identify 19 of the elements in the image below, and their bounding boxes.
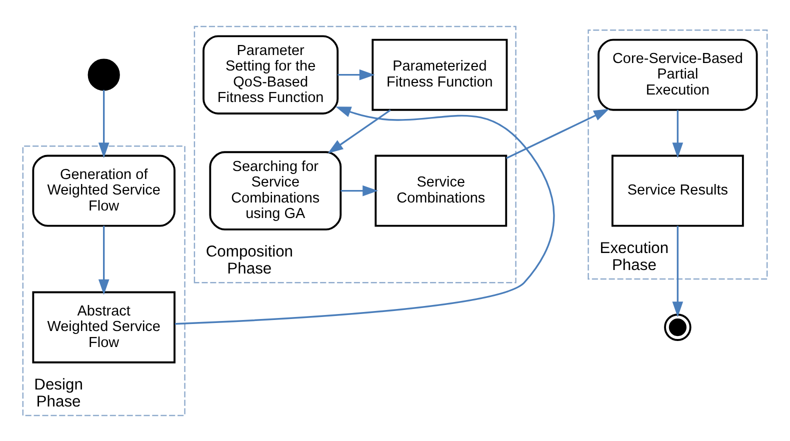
node-box: Parameterized Fitness Function (372, 38, 508, 110)
node-circle (88, 58, 120, 90)
arrow (328, 108, 391, 153)
node-box: Parameter Setting for the QoS-Based Fitness Function (202, 34, 339, 114)
node-box: Service Results (611, 154, 744, 226)
arrow (340, 184, 378, 196)
node-box: Searching for Service Combinations using GA (209, 150, 342, 230)
node-circle (664, 313, 692, 340)
arrow (672, 225, 684, 317)
arrow (98, 225, 110, 294)
arrow (506, 108, 610, 158)
node-box: Service Combinations (374, 154, 508, 226)
arrow (338, 68, 375, 80)
arrow (672, 110, 684, 158)
arrow (174, 106, 555, 324)
node-box: Abstract Weighted Service Flow (32, 290, 176, 363)
arrow (98, 89, 110, 158)
node-box: Core-Service-Based Partial Execution (598, 38, 758, 110)
node-box: Generation of Weighted Service Flow (32, 154, 176, 226)
